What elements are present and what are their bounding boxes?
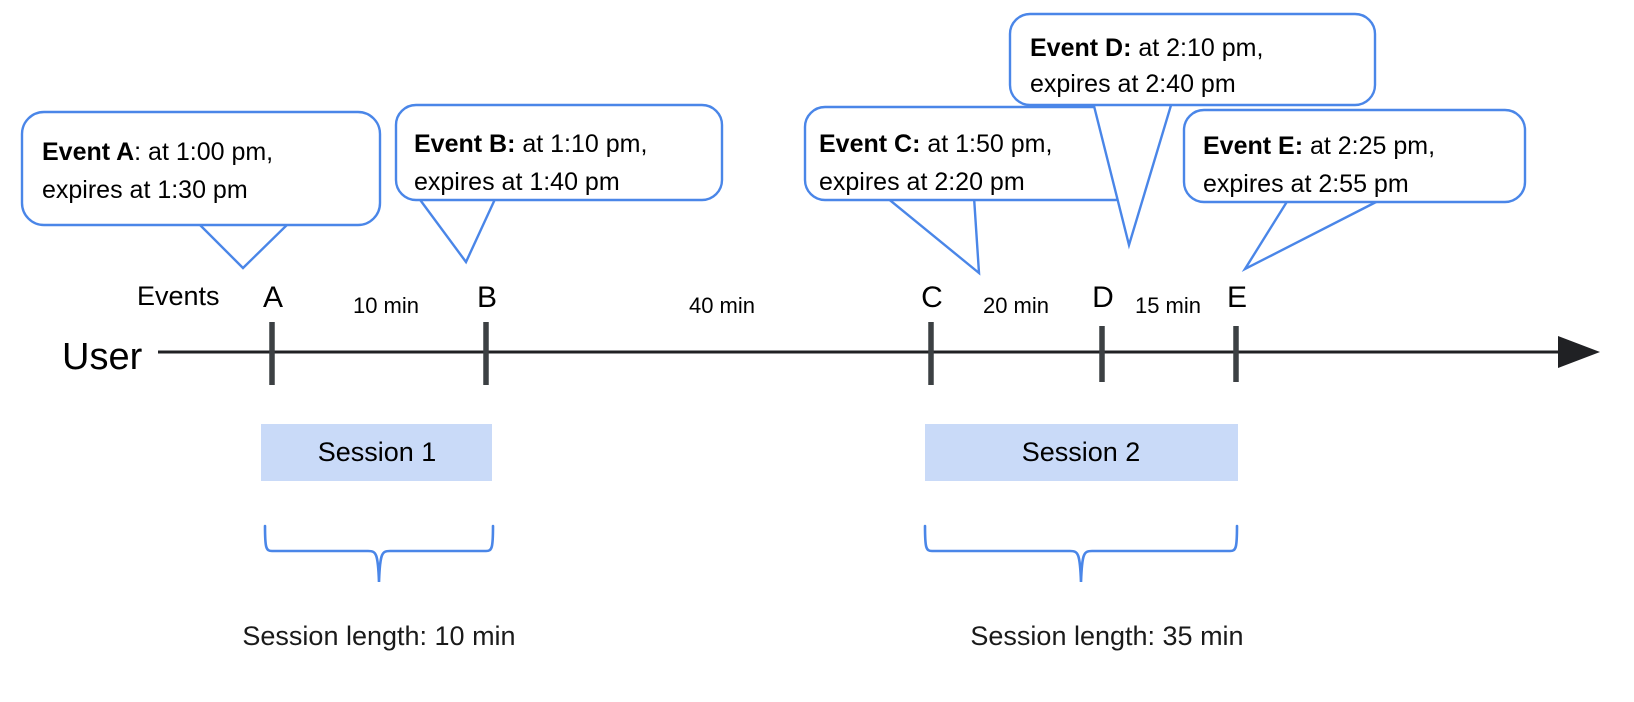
callout-text-a-line2: expires at 1:30 pm — [42, 176, 248, 204]
callout-box-a — [20, 110, 382, 227]
tick-group-d: D — [1092, 281, 1114, 382]
session-1-brace — [263, 524, 495, 583]
callout-lead-c: Event C: — [819, 130, 920, 158]
callout-event-b[interactable]: Event B: at 1:10 pm, expires at 1:40 pm — [394, 103, 724, 265]
timeline-arrow-icon — [1558, 336, 1600, 368]
tick-letter-d: D — [1092, 281, 1114, 314]
session-1-bar — [261, 424, 492, 481]
callout-lead-b: Event B: — [414, 130, 515, 158]
callout-text-b-line2: expires at 1:40 pm — [414, 168, 620, 196]
session-2-length-label: Session length: 35 min — [970, 621, 1243, 651]
tick-group-c: C — [921, 281, 943, 385]
session-2-group: Session 2 Session length: 35 min — [923, 424, 1244, 651]
callout-line1-a: at 1:00 pm, — [141, 138, 273, 166]
session-1-label: Session 1 — [318, 437, 437, 467]
callout-lead-a: Event A — [42, 138, 134, 166]
callout-event-e[interactable]: Event E: at 2:25 pm, expires at 2:55 pm — [1182, 108, 1527, 273]
callout-text-c-line2: expires at 2:20 pm — [819, 168, 1025, 196]
callout-text-b-line1: Event B: at 1:10 pm, — [414, 130, 647, 158]
callout-text-a-line1: Event A: at 1:00 pm, — [42, 138, 273, 166]
callout-box-b — [394, 103, 724, 202]
callout-text-e-line1: Event E: at 2:25 pm, — [1203, 132, 1435, 160]
tick-letter-b: B — [477, 281, 497, 314]
session-1-length-label: Session length: 10 min — [242, 621, 515, 651]
session-2-bar — [925, 424, 1238, 481]
interval-label-c-d: 20 min — [983, 293, 1049, 318]
callout-event-a[interactable]: Event A: at 1:00 pm, expires at 1:30 pm — [20, 110, 382, 270]
interval-label-a-b: 10 min — [353, 293, 419, 318]
events-row-label: Events — [137, 281, 220, 311]
tick-letter-c: C — [921, 281, 943, 314]
tick-letter-e: E — [1227, 281, 1247, 314]
callout-text-d-line1: Event D: at 2:10 pm, — [1030, 34, 1263, 62]
callout-tail-c — [882, 195, 981, 276]
callout-event-c[interactable]: Event C: at 1:50 pm, expires at 2:20 pm — [803, 105, 1137, 276]
callout-lead-d: Event D: — [1030, 34, 1131, 62]
callout-tail-b — [415, 195, 498, 265]
interval-label-b-c: 40 min — [689, 293, 755, 318]
callout-line1-b: at 1:10 pm, — [515, 130, 647, 158]
callout-event-d[interactable]: Event D: at 2:10 pm, expires at 2:40 pm — [1008, 12, 1377, 250]
tick-group-a: A — [263, 281, 283, 385]
tick-letter-a: A — [263, 281, 283, 314]
callout-box-e — [1182, 108, 1527, 204]
callout-text-c-line1: Event C: at 1:50 pm, — [819, 130, 1052, 158]
tick-group-e: E — [1227, 281, 1247, 382]
callout-lead-e: Event E: — [1203, 132, 1303, 160]
interval-label-d-e: 15 min — [1135, 293, 1201, 318]
callout-box-d — [1008, 12, 1377, 107]
callout-line1-e: at 2:25 pm, — [1303, 132, 1435, 160]
session-2-label: Session 2 — [1022, 437, 1141, 467]
callout-line1-d: at 2:10 pm, — [1131, 34, 1263, 62]
tick-group-b: B — [477, 281, 497, 385]
session-2-brace — [923, 524, 1239, 583]
callout-tail-a — [194, 220, 293, 270]
callout-sep-a: : — [134, 138, 141, 166]
callout-tail-e — [1241, 198, 1381, 273]
callout-text-e-line2: expires at 2:55 pm — [1203, 170, 1409, 198]
session-1-group: Session 1 Session length: 10 min — [242, 424, 516, 651]
callout-text-d-line2: expires at 2:40 pm — [1030, 70, 1236, 98]
user-row-label: User — [62, 336, 143, 378]
callout-line1-c: at 1:50 pm, — [920, 130, 1052, 158]
